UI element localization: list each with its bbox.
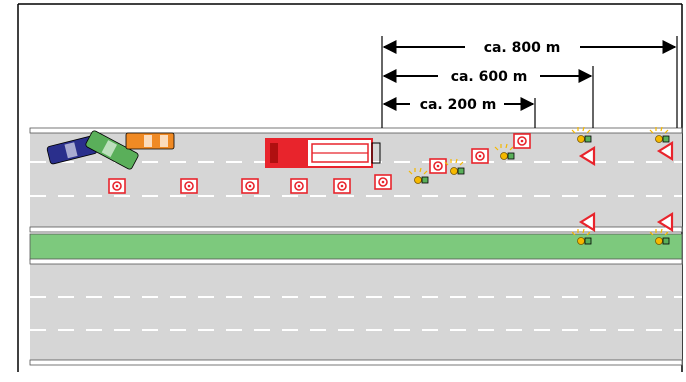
upper-road-edge-top: [29, 127, 683, 134]
traffic-cones: [108, 133, 531, 194]
lower-road-surface: [30, 262, 682, 362]
traffic-cone-icon: [180, 178, 198, 194]
label-800: ca. 800 m: [484, 40, 561, 56]
traffic-cone-icon: [333, 178, 351, 194]
warning-triangle-icon: [656, 141, 674, 161]
warning-light-icon: [571, 126, 592, 143]
warning-light-icon: [444, 158, 465, 175]
lower-road-edge-top: [29, 258, 683, 265]
median-grass-strip: [29, 233, 683, 261]
traffic-cone-icon: [290, 178, 308, 194]
warning-light-icon: [649, 126, 670, 143]
warning-light-icon: [649, 228, 670, 245]
car-icon: [125, 132, 175, 150]
label-600: ca. 600 m: [451, 69, 528, 85]
warning-triangle-icon: [656, 212, 674, 232]
warning-light-icon: [408, 167, 429, 184]
traffic-cone-icon: [429, 158, 447, 174]
accident-vehicles: [46, 130, 175, 170]
car-icon: [46, 135, 98, 165]
warning-triangles: [578, 141, 674, 232]
car-icon: [85, 130, 139, 170]
traffic-cone-icon: [513, 133, 531, 149]
warning-lights: [408, 126, 670, 245]
upper-road-edge-bottom: [29, 226, 683, 233]
warning-triangle-icon: [578, 146, 596, 166]
traffic-cone-icon: [374, 174, 392, 190]
traffic-cone-icon: [108, 178, 126, 194]
lower-carriageway: [29, 258, 683, 366]
warning-light-icon: [494, 143, 515, 160]
lower-road-edge-bottom: [29, 359, 683, 366]
label-200: ca. 200 m: [420, 97, 497, 113]
traffic-cone-icon: [241, 178, 259, 194]
warning-triangle-icon: [578, 212, 596, 232]
traffic-cone-icon: [471, 148, 489, 164]
warning-light-icon: [571, 228, 592, 245]
distance-markers: ca. 800 m ca. 600 m ca. 200 m: [381, 36, 678, 128]
fire-truck-icon: [265, 138, 381, 168]
